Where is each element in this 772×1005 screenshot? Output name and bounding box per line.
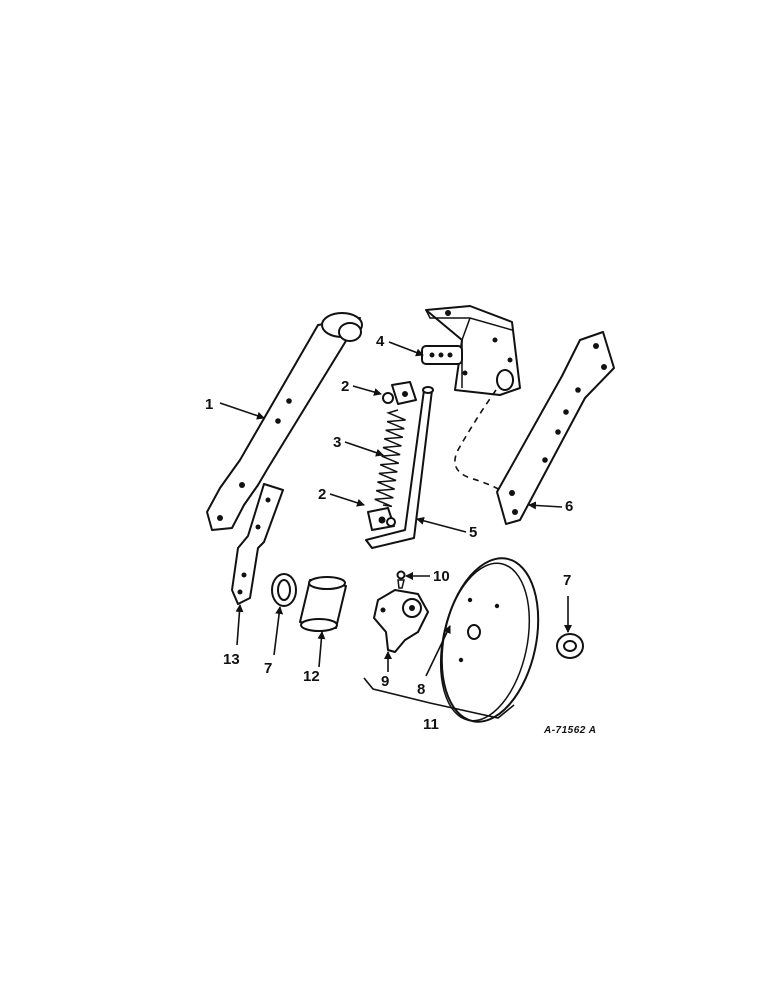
part-10-fitting bbox=[396, 570, 406, 589]
callout-7-left: 7 bbox=[264, 660, 273, 677]
leader-lines bbox=[219, 341, 572, 677]
callout-12: 12 bbox=[303, 668, 320, 685]
part-5-rod bbox=[365, 386, 434, 549]
callout-2-bottom: 2 bbox=[318, 486, 327, 503]
dashed-connector bbox=[454, 389, 501, 491]
part-13-bracket bbox=[231, 483, 284, 605]
part-12-sleeve bbox=[299, 576, 347, 632]
callout-10: 10 bbox=[433, 568, 450, 585]
reference-code: A-71562 A bbox=[544, 725, 597, 736]
part-9-hub bbox=[373, 589, 429, 653]
part-4-bracket bbox=[421, 305, 521, 396]
callout-9: 9 bbox=[381, 673, 390, 690]
part-11-brace bbox=[363, 677, 515, 719]
part-6-plate bbox=[496, 331, 615, 525]
part-7-bearing-right bbox=[556, 633, 584, 659]
part-3-spring bbox=[374, 409, 406, 508]
callout-13: 13 bbox=[223, 651, 240, 668]
part-1-arm bbox=[206, 312, 363, 531]
callout-8: 8 bbox=[417, 681, 426, 698]
callout-11: 11 bbox=[423, 716, 439, 733]
callout-1: 1 bbox=[205, 396, 214, 413]
callout-6: 6 bbox=[565, 498, 574, 515]
callout-5: 5 bbox=[469, 524, 478, 541]
part-7-bearing-left bbox=[271, 573, 297, 607]
callout-2-top: 2 bbox=[341, 378, 350, 395]
callout-7-right: 7 bbox=[563, 572, 572, 589]
callout-3: 3 bbox=[333, 434, 342, 451]
part-2-collar-top bbox=[382, 381, 417, 405]
callout-4: 4 bbox=[376, 333, 385, 350]
part-2-collar-bottom bbox=[367, 507, 396, 531]
